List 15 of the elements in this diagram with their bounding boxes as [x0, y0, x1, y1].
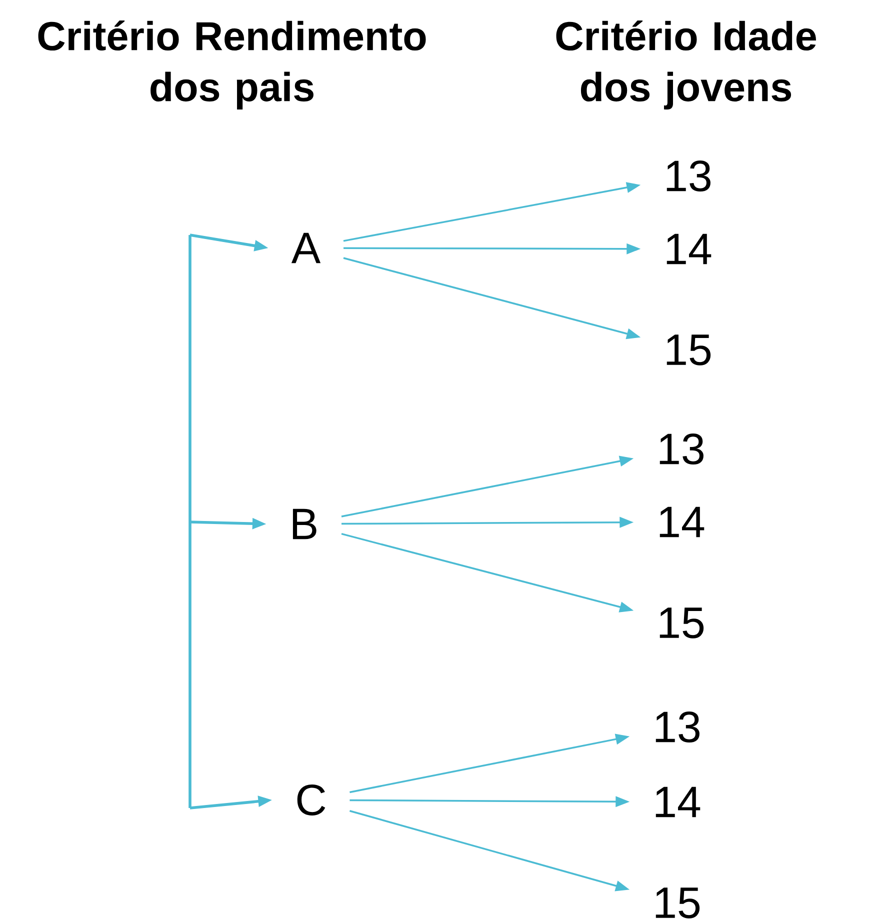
letter-label: C [297, 784, 326, 816]
column-heading: Critério Rendimento dos pais [38, 20, 426, 110]
age-label: 15 [660, 608, 704, 638]
age-label: 14 [666, 234, 712, 264]
column-heading: Critério Idade dos jovens [556, 20, 816, 110]
age-label: 13 [666, 160, 710, 192]
age-label: 13 [660, 433, 704, 465]
age-label: 13 [656, 711, 700, 743]
age-label: 15 [656, 888, 700, 918]
age-label: 14 [656, 786, 700, 818]
age-label: 15 [666, 334, 711, 366]
letter-label: A [291, 232, 321, 264]
letter-label: B [292, 508, 316, 540]
age-label: 14 [660, 506, 704, 538]
bracket-line [188, 235, 192, 808]
